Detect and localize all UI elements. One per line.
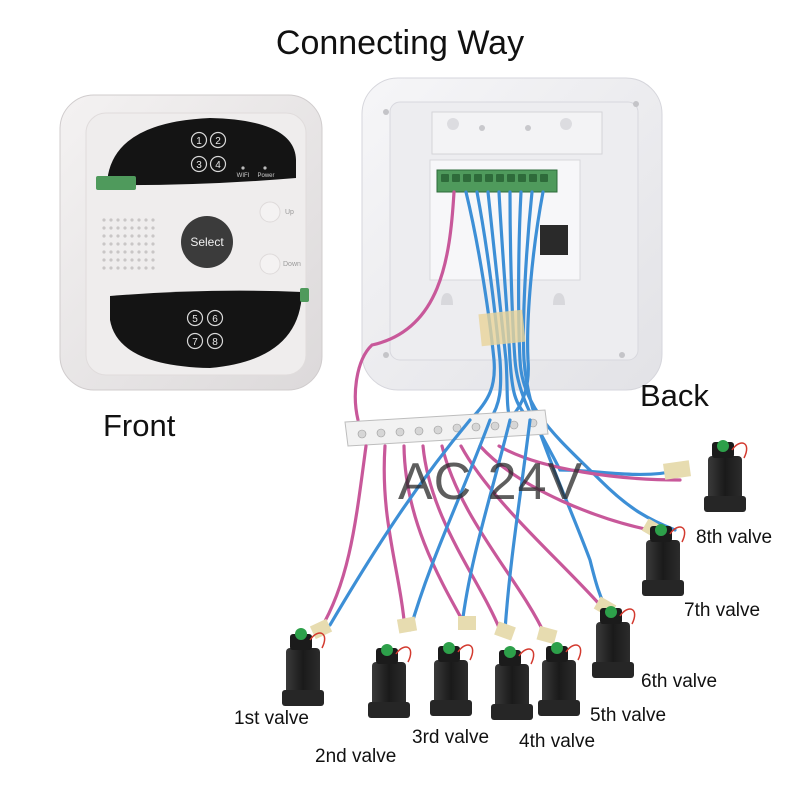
valve-8-label: 8th valve: [696, 527, 773, 548]
zone-1-button[interactable]: [190, 131, 208, 149]
ac24v-terminal-strip: [344, 409, 549, 447]
valve-3: [430, 616, 476, 716]
zone-4-button[interactable]: [209, 155, 227, 173]
mounting-hole-icon: [447, 118, 459, 130]
zone-2-button[interactable]: [209, 131, 227, 149]
zone-5-button[interactable]: [186, 309, 204, 327]
valve-5: [536, 625, 582, 716]
zone-3-button[interactable]: [190, 155, 208, 173]
mounting-hole-icon: [560, 118, 572, 130]
valve-6-label: 6th valve: [641, 671, 718, 692]
down-button[interactable]: [259, 253, 281, 275]
zone-8-label: 8: [212, 337, 218, 348]
wire-tape: [478, 309, 526, 347]
ac-24v-label: AC 24V: [398, 453, 584, 511]
power-led-icon: [263, 166, 267, 170]
common-wire-pink: [353, 190, 456, 422]
wifi-led-icon: [241, 166, 245, 170]
valve-3-label: 3rd valve: [412, 727, 490, 748]
left-indicator-strip: [96, 176, 136, 190]
back-controller: [361, 77, 663, 391]
select-label: Select: [190, 235, 224, 249]
speaker-grille: [102, 218, 155, 270]
valve-7: [641, 518, 686, 596]
power-jack-icon: [540, 225, 568, 255]
power-label: Power: [257, 173, 274, 179]
top-panel: [108, 118, 296, 186]
mounting-bracket: [431, 111, 603, 155]
right-indicator-strip: [300, 288, 309, 302]
valve-8: [663, 440, 748, 512]
front-label: Front: [103, 408, 176, 443]
valve-1: [282, 618, 333, 706]
valve-1-label: 1st valve: [234, 708, 309, 729]
valve-5-label: 5th valve: [590, 705, 667, 726]
keyhole-icon: [553, 293, 565, 305]
zone-6-button[interactable]: [206, 309, 224, 327]
screw-hole-icon: [525, 125, 531, 131]
valve-2-label: 2nd valve: [315, 746, 397, 767]
diagram-title: Connecting Way: [275, 24, 525, 62]
keyhole-icon: [441, 293, 453, 305]
zone-buttons-top: [190, 131, 227, 173]
valve-4: [491, 621, 535, 720]
bottom-panel: [110, 290, 302, 368]
select-button[interactable]: [181, 216, 233, 268]
back-label: Back: [640, 378, 709, 413]
valve-7-label: 7th valve: [684, 600, 761, 621]
zone-7-label: 7: [192, 337, 198, 348]
zone-5-label: 5: [192, 314, 198, 325]
zone-7-button[interactable]: [186, 332, 204, 350]
wires: [353, 190, 682, 617]
zone-4-label: 4: [215, 160, 221, 171]
zone-8-button[interactable]: [206, 332, 224, 350]
up-label: Up: [285, 209, 294, 216]
valve-4-label: 4th valve: [519, 731, 596, 752]
screw-hole-icon: [479, 125, 485, 131]
down-label: Down: [283, 261, 301, 268]
wifi-label: WIFI: [237, 173, 250, 179]
zone-3-label: 3: [196, 160, 202, 171]
valve-6: [592, 596, 636, 678]
front-controller: 1 2 3 4 5 6 7 8 WIFI Power Select Up Dow: [59, 94, 323, 391]
zone-2-label: 2: [215, 136, 221, 147]
up-button[interactable]: [259, 201, 281, 223]
valve-2: [368, 616, 418, 718]
zone-1-label: 1: [196, 136, 202, 147]
zone-6-label: 6: [212, 314, 218, 325]
